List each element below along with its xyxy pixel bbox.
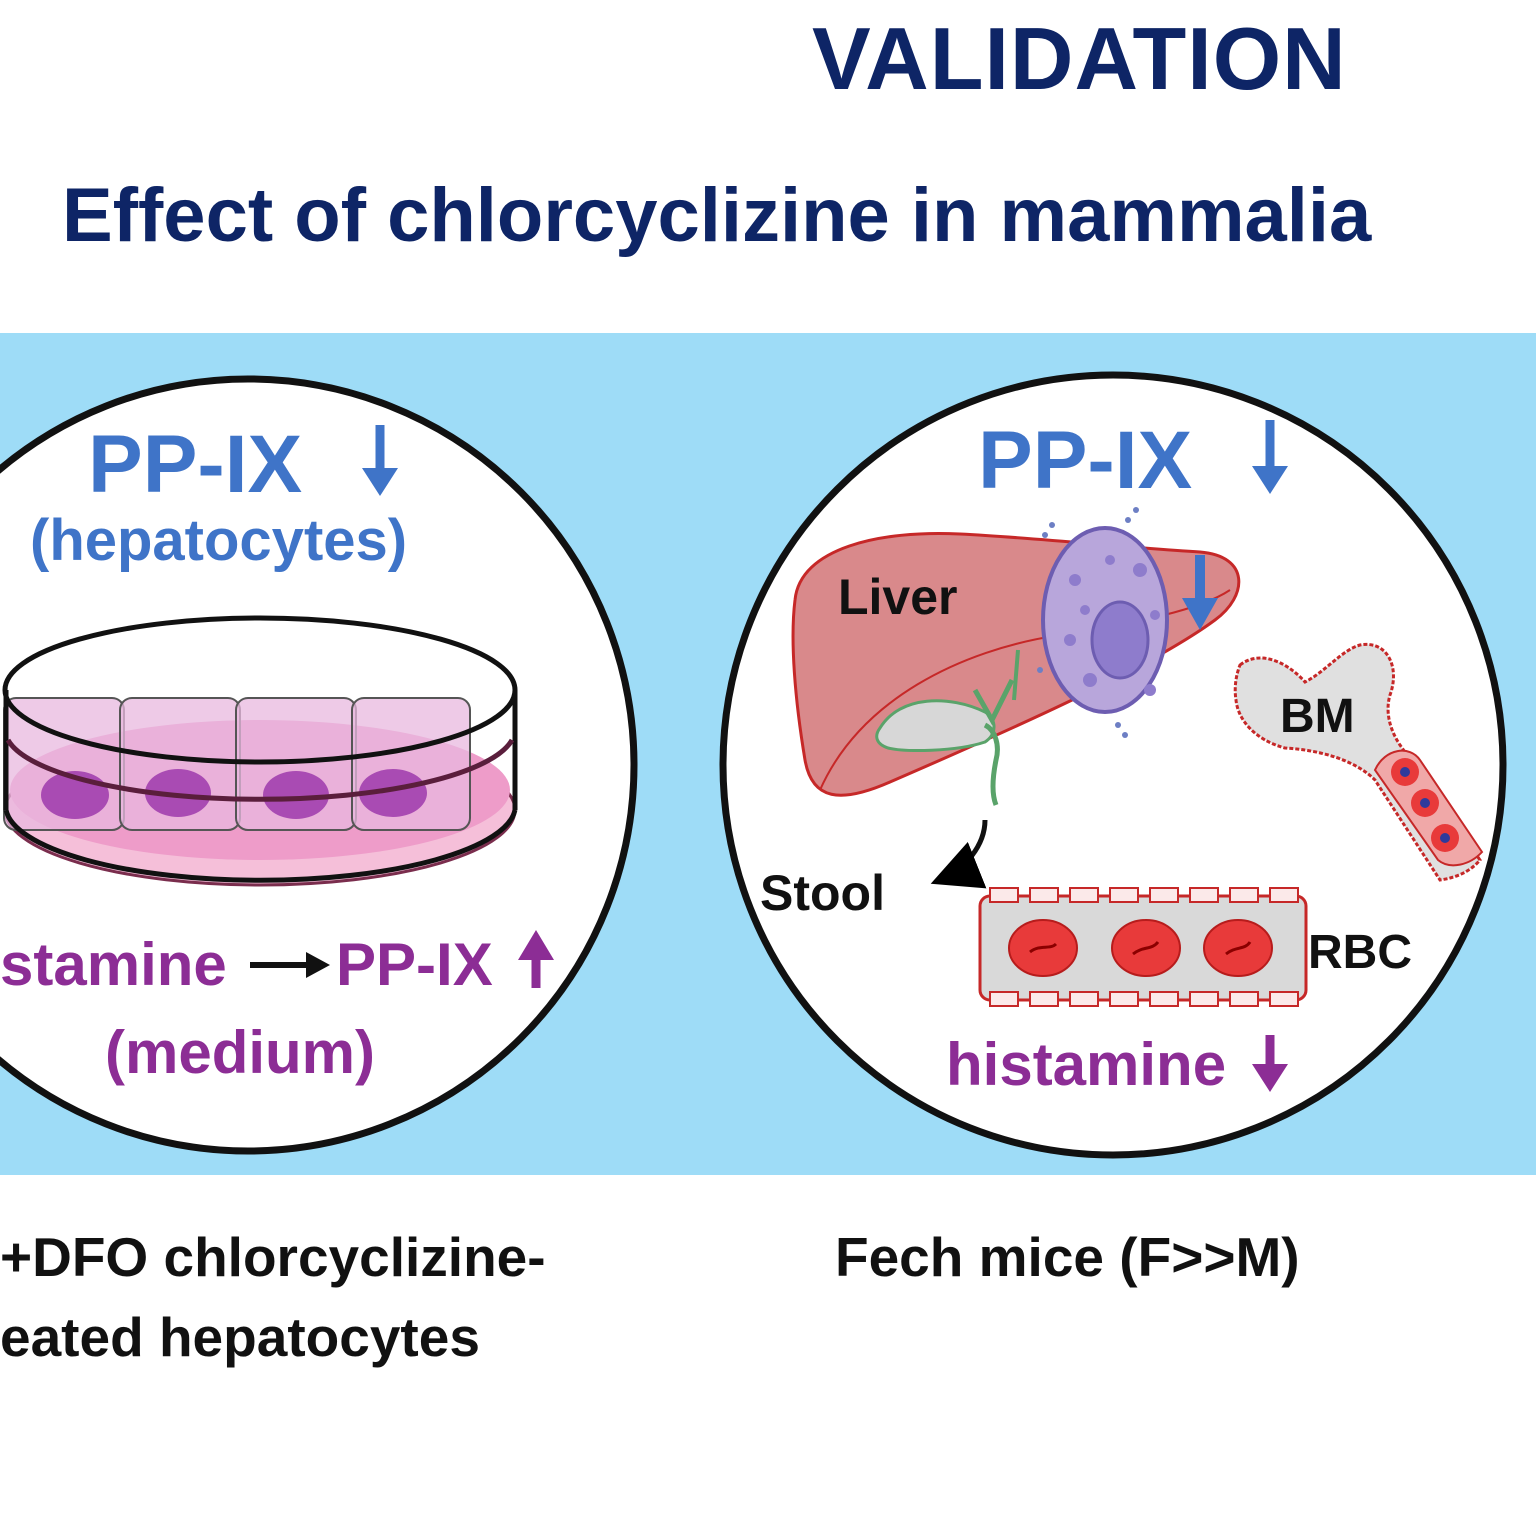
liver-blue-down-arrow-icon <box>1182 555 1218 630</box>
left-ppix-label: PP-IX <box>88 419 302 510</box>
left-hepatocytes-label: (hepatocytes) <box>30 508 407 573</box>
left-histamine-label: stamine <box>0 931 227 998</box>
left-ppix-medium-label: PP-IX <box>336 931 493 998</box>
diagram-title: VALIDATION <box>812 9 1347 108</box>
left-medium-label: (medium) <box>105 1019 375 1086</box>
left-ppix-down-arrow-icon <box>362 425 398 496</box>
histamine-to-ppix-arrow-icon <box>250 952 330 978</box>
petri-dish-illustration <box>2 615 518 887</box>
bone-marrow-illustration <box>1233 642 1484 882</box>
right-histamine-down-arrow-icon <box>1252 1035 1288 1092</box>
hepatocyte-cell-illustration <box>1037 507 1169 738</box>
stool-label: Stool <box>760 865 885 921</box>
gallbladder-illustration <box>875 649 1020 806</box>
bm-label: BM <box>1280 690 1355 743</box>
left-caption-line2: eated hepatocytes <box>0 1306 480 1368</box>
right-ppix-label: PP-IX <box>978 415 1192 506</box>
liver-label: Liver <box>838 569 958 625</box>
right-caption: Fech mice (F>>M) <box>835 1226 1300 1288</box>
rbc-label: RBC <box>1308 926 1412 979</box>
blood-vessel-illustration <box>978 887 1308 1007</box>
diagram-subtitle: Effect of chlorcyclizine in mammalia <box>62 173 1372 258</box>
right-histamine-label: histamine <box>946 1031 1226 1098</box>
left-ppix-up-arrow-icon <box>518 930 554 988</box>
right-ppix-down-arrow-icon <box>1252 420 1288 494</box>
left-caption-line1: +DFO chlorcyclizine- <box>0 1226 546 1288</box>
stool-arrow-icon <box>930 819 988 889</box>
